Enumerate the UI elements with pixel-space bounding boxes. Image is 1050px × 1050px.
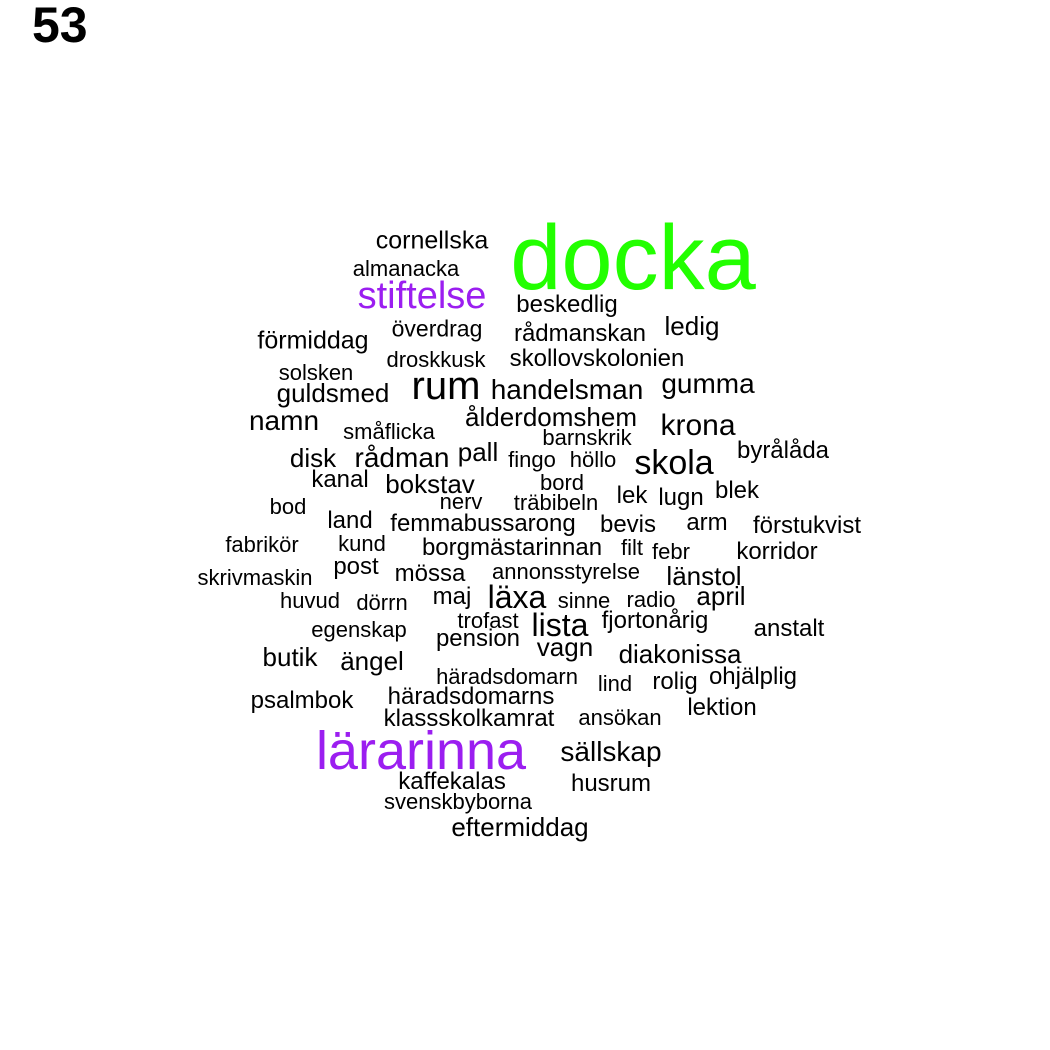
word-34: träbibeln: [513, 490, 599, 515]
word-46: febr: [652, 539, 690, 564]
word-26: höllo: [569, 447, 617, 472]
word-37: land: [327, 507, 373, 534]
word-58: radio: [626, 587, 676, 612]
word-2: almanacka: [352, 256, 460, 281]
word-11: solsken: [278, 360, 354, 385]
word-73: ohjälplig: [708, 663, 798, 690]
word-36: lugn: [658, 484, 704, 511]
word-23: rådman: [354, 442, 450, 473]
word-60: egenskap: [311, 617, 407, 642]
word-40: arm: [686, 509, 728, 536]
word-72: rolig: [652, 668, 698, 695]
word-3: stiftelse: [357, 275, 487, 317]
word-19: småflicka: [343, 419, 435, 444]
word-41: förstukvist: [752, 512, 862, 539]
word-61: trofast: [457, 608, 519, 633]
word-24: pall: [457, 437, 499, 467]
word-1: cornellska: [375, 226, 489, 255]
word-65: pension: [435, 625, 521, 652]
word-27: skola: [634, 444, 714, 482]
word-25: fingo: [508, 447, 556, 472]
word-12: guldsmed: [276, 378, 390, 408]
word-38: femmabussarong: [390, 510, 576, 537]
word-80: sällskap: [560, 736, 662, 767]
word-32: bod: [269, 494, 307, 519]
word-21: byrålåda: [736, 437, 830, 464]
word-5: förmiddag: [257, 326, 369, 355]
word-75: häradsdomarns: [387, 683, 555, 710]
word-8: ledig: [664, 311, 720, 341]
word-55: maj: [432, 583, 472, 610]
word-71: lind: [597, 671, 633, 696]
word-17: ålderdomshem: [465, 402, 637, 432]
word-22: disk: [289, 443, 337, 473]
word-82: husrum: [570, 770, 652, 797]
word-10: skollovskolonien: [509, 345, 685, 372]
word-52: länstol: [666, 561, 742, 591]
word-13: rum: [411, 364, 481, 408]
word-50: mössa: [394, 560, 466, 587]
word-59: april: [696, 581, 746, 611]
word-70: häradsdomarn: [436, 664, 578, 689]
word-39: bevis: [599, 511, 657, 538]
word-20: barnskrik: [542, 425, 632, 450]
word-6: överdrag: [391, 315, 483, 342]
word-16: namn: [248, 405, 320, 436]
word-18: krona: [660, 409, 736, 442]
word-44: borgmästarinnan: [421, 534, 603, 561]
word-77: klassskolkamrat: [383, 705, 555, 732]
word-57: sinne: [557, 588, 611, 613]
word-7: rådmanskan: [513, 320, 647, 347]
word-33: nerv: [439, 489, 483, 514]
word-43: kund: [338, 531, 386, 556]
word-0: docka: [510, 207, 756, 309]
word-69: ängel: [340, 646, 404, 676]
word-49: post: [333, 553, 379, 580]
word-28: kanal: [311, 466, 369, 493]
word-48: skrivmaskin: [197, 565, 313, 590]
word-78: ansökan: [578, 705, 662, 730]
word-76: lektion: [687, 694, 757, 721]
panel-number: 53: [32, 0, 88, 53]
word-81: kaffekalas: [398, 768, 506, 795]
word-79: lärarinna: [315, 721, 527, 781]
word-45: filt: [621, 535, 643, 560]
word-83: svenskbyborna: [384, 789, 532, 814]
word-35: lek: [616, 482, 648, 509]
word-31: blek: [714, 477, 760, 504]
word-29: bokstav: [385, 469, 475, 499]
word-64: anstalt: [753, 615, 825, 642]
word-74: psalmbok: [250, 687, 354, 714]
word-30: bord: [539, 470, 585, 495]
word-51: annonsstyrelse: [492, 559, 640, 584]
word-4: beskedlig: [516, 291, 618, 318]
word-14: handelsman: [490, 374, 644, 405]
word-54: dörrn: [356, 590, 408, 615]
word-56: läxa: [487, 579, 547, 615]
word-42: fabrikör: [225, 532, 299, 557]
word-68: diakonissa: [618, 639, 742, 669]
word-15: gumma: [661, 368, 755, 399]
word-66: butik: [262, 642, 318, 672]
word-9: droskkusk: [386, 347, 486, 372]
word-53: huvud: [280, 588, 340, 613]
word-67: vagn: [536, 632, 594, 662]
word-84: eftermiddag: [451, 812, 589, 842]
word-47: korridor: [736, 538, 818, 565]
word-63: fjortonårig: [601, 607, 709, 634]
word-62: lista: [531, 607, 589, 643]
